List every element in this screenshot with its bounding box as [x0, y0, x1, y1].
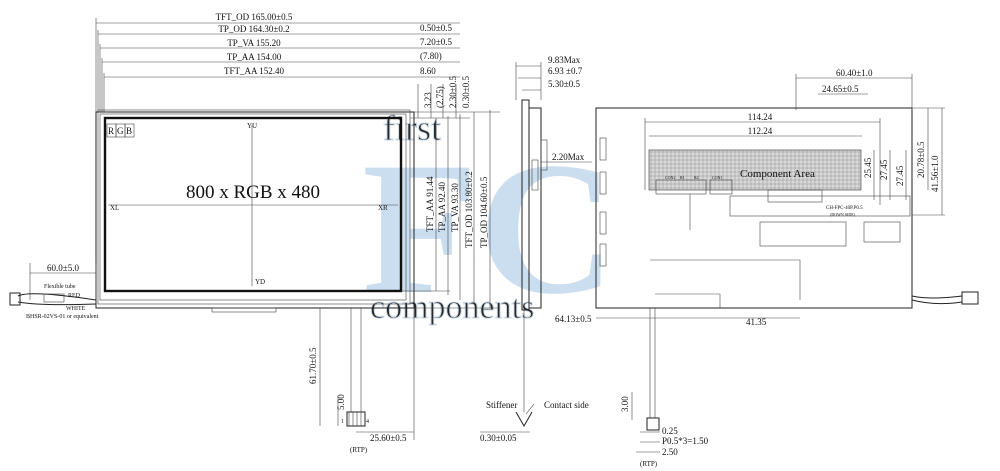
axis-yd: YD [255, 278, 265, 286]
cable-length: 60.0±5.0 [47, 263, 79, 273]
back-pitch3: 2.50 [662, 447, 678, 457]
back-top-dim: 60.40±1.0 [836, 68, 873, 78]
resolution-label: 800 x RGB x 480 [186, 182, 320, 203]
top-offset-3: 2.30±0.5 [448, 76, 458, 108]
tp-od-width: TP_OD 164.30±0.2 [218, 24, 289, 34]
side-d1: 6.93 ±0.7 [548, 66, 583, 76]
component-grid [649, 150, 861, 190]
back-h5: 27.45 [895, 165, 905, 186]
right-offset-4: 8.60 [420, 66, 436, 76]
back-h2: 41.56±1.0 [930, 155, 940, 192]
back-w2: 112.24 [748, 126, 773, 136]
rgb-r: R [108, 126, 114, 136]
cable-white: WHITE [66, 306, 86, 312]
back-pitch1: 0.25 [662, 426, 678, 436]
fpc-tab: 5.00 [336, 394, 346, 410]
component-area-label: Component Area [740, 168, 815, 180]
back-h4: 27.45 [879, 159, 889, 180]
top-offset-2: (2.75) [435, 86, 445, 108]
side-d2: 5.30±0.5 [548, 79, 580, 89]
side-thickness: 0.30±0.05 [480, 433, 517, 443]
tft-aa-width: TFT_AA 152.40 [224, 66, 285, 76]
chip-con2: CON2 [665, 175, 675, 180]
v-dim-tp-od: TP_OD 104.60±0.5 [479, 176, 489, 248]
back-h1: 20.78±0.5 [916, 141, 926, 178]
axis-xr: XR [378, 204, 388, 212]
axis-xl: XL [110, 204, 119, 212]
back-h3: 25.45 [863, 157, 873, 178]
rgb-b: B [126, 126, 132, 136]
back-rtp: (RTP) [640, 460, 658, 468]
fpc-length: 61.70±0.5 [308, 347, 318, 384]
v-dim-tft-aa: TFT_AA 91.44 [425, 176, 435, 232]
fpc-rtp: (RTP) [350, 446, 368, 454]
fpc-offset: 25.60±0.5 [370, 433, 407, 443]
front-view: TFT_OD 165.00±0.5 TP_OD 164.30±0.2 TP_VA… [9, 12, 500, 454]
down-side-label: (DOWN SIDE) [830, 212, 856, 217]
side-d3: 2.20Max [552, 152, 585, 162]
cable-red: RED [68, 293, 81, 299]
v-dim-tp-va: TP_VA 93.30 [450, 183, 460, 232]
side-view: 9.83Max 6.93 ±0.7 5.30±0.5 2.20Max Stiff… [480, 55, 592, 443]
top-offset-1: 3.23 [423, 92, 433, 108]
axis-yu: YU [247, 122, 257, 130]
right-offset-2: 7.20±0.5 [420, 37, 452, 47]
back-pitch2: P0.5*3=1.50 [662, 436, 709, 446]
watermark-letters: FC [362, 124, 615, 334]
back-tab: 3.00 [620, 396, 630, 412]
v-dim-tp-aa: TP_AA 92.40 [437, 181, 447, 232]
back-bottom-dim2: 41.35 [746, 317, 767, 327]
fpc-pin-4: 4 [366, 419, 369, 425]
back-d2: 24.65±0.5 [822, 84, 859, 94]
back-w1: 114.24 [748, 112, 773, 122]
right-offset-1: 0.50±0.5 [420, 23, 452, 33]
side-contact: Contact side [544, 400, 589, 410]
tft-od-width: TFT_OD 165.00±0.5 [216, 12, 293, 22]
side-stiffener: Stiffener [486, 400, 517, 410]
chip-r1: R1 [680, 175, 685, 180]
fpc-pin-1: 1 [341, 419, 344, 425]
cable-connector: BHSR-02VS-01 or equivalent [26, 314, 99, 320]
side-max-total: 9.83Max [548, 55, 581, 65]
v-dim-tft-od: TFT_OD 103.80±0.2 [464, 171, 474, 248]
back-bottom-dim: 64.13±0.5 [555, 314, 592, 324]
cable-tube: Flexible tube [44, 284, 76, 290]
watermark-brand: first [383, 108, 441, 148]
rgb-g: G [117, 126, 124, 136]
tp-aa-width: TP_AA 154.00 [227, 52, 282, 62]
chip-r2: R2 [694, 175, 699, 180]
fpc-connector-label: CH-FPC-40P.P0.5 [826, 206, 863, 211]
right-offset-3: (7.80) [420, 51, 442, 61]
chip-con1: CON1 [712, 175, 722, 180]
tp-va-width: TP_VA 155.20 [227, 38, 281, 48]
top-offset-4: 0.30±0.5 [461, 76, 471, 108]
back-view: Component Area CON2 R1 R2 CON1 CH-FPC-40… [555, 68, 979, 468]
